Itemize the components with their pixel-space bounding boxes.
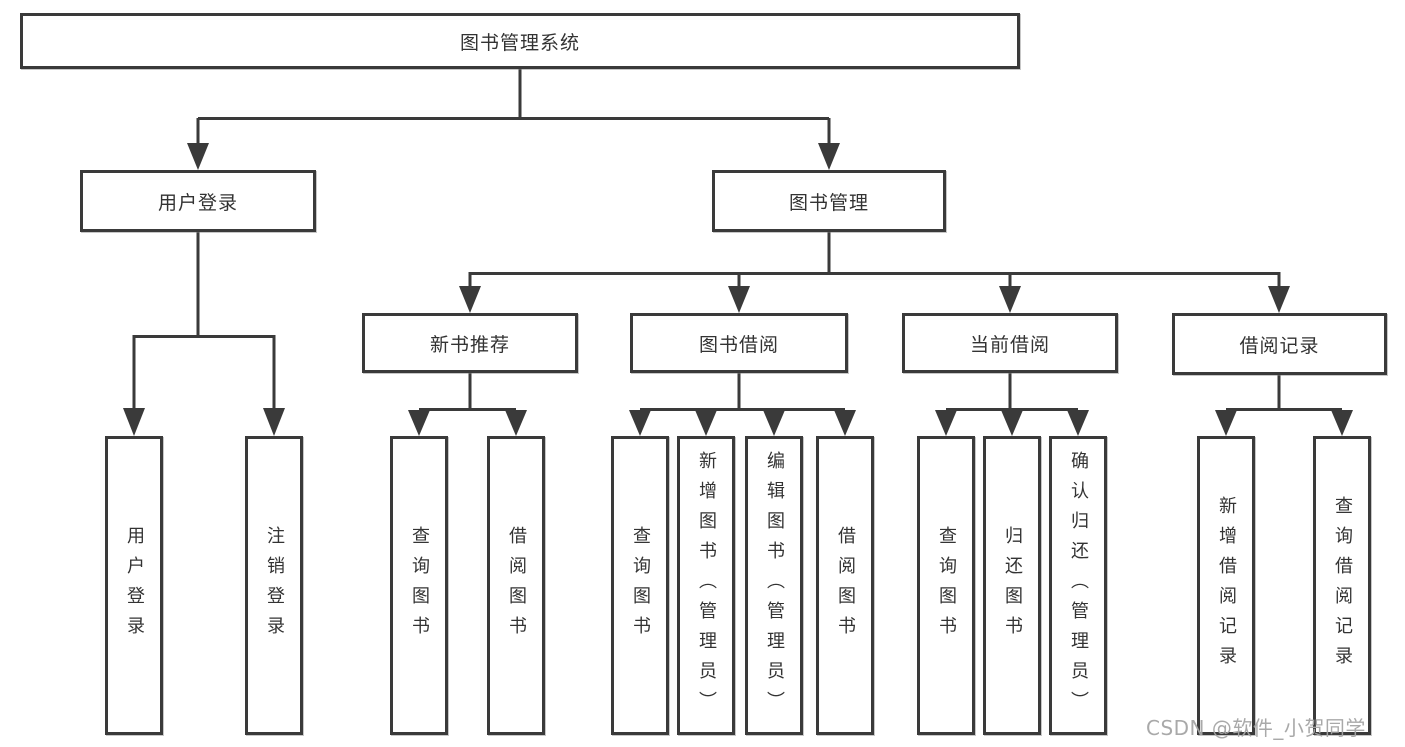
leaf-label: 编辑图书（管理员） (764, 450, 785, 721)
leaf-logout: 注销登录 (245, 436, 303, 735)
leaf-label: 确认归还（管理员） (1068, 450, 1089, 721)
leaf-label: 借阅图书 (506, 525, 527, 646)
node-library-management-system: 图书管理系统 (20, 13, 1020, 69)
leaf-add-borrow-record: 新增借阅记录 (1197, 436, 1255, 735)
node-label: 当前借阅 (969, 333, 1050, 356)
leaf-borrow-books: 借阅图书 (816, 436, 874, 735)
node-label: 图书管理 (788, 191, 869, 214)
node-book-management: 图书管理 (712, 170, 946, 232)
node-user-login-branch: 用户登录 (80, 170, 316, 232)
leaf-label: 查询图书 (409, 525, 430, 646)
csdn-watermark: CSDN @软件_小贺同学 (1146, 716, 1366, 740)
leaf-user-login: 用户登录 (105, 436, 163, 735)
leaf-label: 新增借阅记录 (1216, 495, 1237, 676)
leaf-query-books-borrowing: 查询图书 (611, 436, 669, 735)
node-label: 图书借阅 (698, 333, 779, 356)
leaf-confirm-return-admin: 确认归还（管理员） (1049, 436, 1107, 735)
node-label: 图书管理系统 (459, 31, 580, 54)
leaf-label: 查询图书 (936, 525, 957, 646)
leaf-query-books-recommend: 查询图书 (390, 436, 448, 735)
node-label: 用户登录 (157, 191, 238, 214)
leaf-add-books-admin: 新增图书（管理员） (677, 436, 735, 735)
leaf-borrow-books-recommend: 借阅图书 (487, 436, 545, 735)
leaf-return-books: 归还图书 (983, 436, 1041, 735)
node-label: 新书推荐 (429, 333, 510, 356)
leaf-label: 查询图书 (630, 525, 651, 646)
leaf-query-borrow-record: 查询借阅记录 (1313, 436, 1371, 735)
leaf-label: 新增图书（管理员） (696, 450, 717, 721)
leaf-label: 查询借阅记录 (1332, 495, 1353, 676)
leaf-label: 借阅图书 (835, 525, 856, 646)
node-current-borrowing: 当前借阅 (902, 313, 1118, 373)
leaf-label: 用户登录 (124, 525, 145, 646)
leaf-label: 注销登录 (264, 525, 285, 646)
node-book-borrowing: 图书借阅 (630, 313, 848, 373)
node-borrowing-records: 借阅记录 (1172, 313, 1387, 375)
leaf-query-books-current: 查询图书 (917, 436, 975, 735)
node-new-book-recommendation: 新书推荐 (362, 313, 578, 373)
node-label: 借阅记录 (1239, 334, 1320, 357)
leaf-edit-books-admin: 编辑图书（管理员） (745, 436, 803, 735)
leaf-label: 归还图书 (1002, 525, 1023, 646)
